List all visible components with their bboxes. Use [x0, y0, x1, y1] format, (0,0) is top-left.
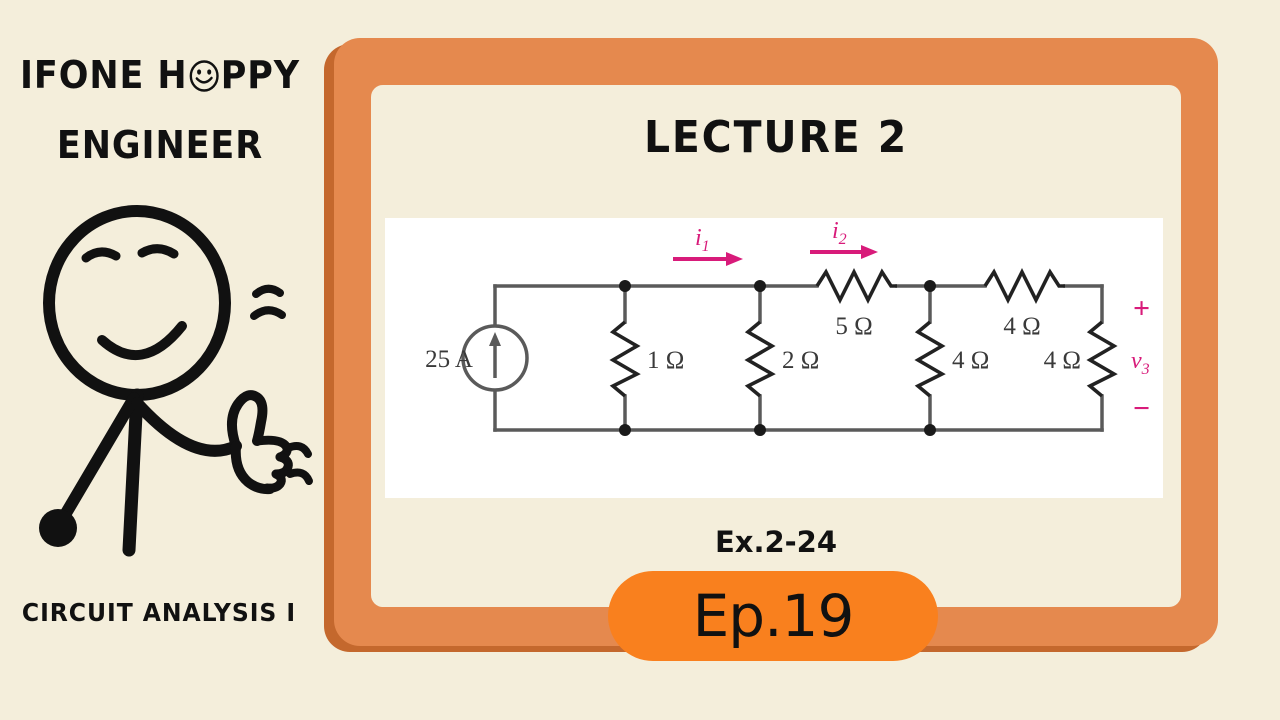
- resistor-label-1ohm: 1 Ω: [647, 347, 684, 374]
- brand-title-prefix: IFONE H: [19, 53, 188, 97]
- resistor-label-4ohm-top: 4 Ω: [1003, 313, 1040, 340]
- junction-nodes: [619, 280, 936, 436]
- resistor-label-2ohm: 2 Ω: [782, 347, 819, 374]
- resistor-label-4ohm-mid: 4 Ω: [952, 347, 989, 374]
- source-label: 25 A: [425, 346, 473, 373]
- smiley-face-icon: [189, 59, 220, 100]
- brand-title-line-1: IFONE H PPY: [13, 55, 307, 100]
- stick-figure-thumbs-up-icon: [39, 205, 313, 557]
- current-label-i1: i1: [695, 225, 710, 255]
- circuit-diagram: 25 A 1 Ω 2 Ω 5 Ω 4 Ω 4 Ω 4 Ω i1 i2 + v3 …: [425, 218, 1150, 436]
- branding-column: IFONE H PPY ENGINEER: [0, 0, 320, 720]
- episode-badge: Ep.19: [608, 571, 938, 661]
- brand-title-suffix: PPY: [220, 53, 301, 97]
- current-label-i2: i2: [832, 218, 847, 248]
- example-label: Ex.2-24: [714, 525, 838, 559]
- polarity-plus: +: [1133, 292, 1150, 325]
- voltage-label-v3: v3: [1131, 348, 1150, 378]
- circuit-diagram-panel: 25 A 1 Ω 2 Ω 5 Ω 4 Ω 4 Ω 4 Ω i1 i2 + v3 …: [385, 218, 1163, 498]
- current-source-symbol: [461, 324, 529, 392]
- episode-label: Ep.19: [692, 582, 855, 650]
- polarity-minus: −: [1133, 392, 1150, 425]
- resistor-label-4ohm-right: 4 Ω: [1044, 347, 1081, 374]
- brand-title-line-2: ENGINEER: [56, 123, 264, 167]
- course-label: CIRCUIT ANALYSIS I: [21, 598, 297, 627]
- resistor-label-5ohm: 5 Ω: [835, 313, 872, 340]
- page-title: LECTURE 2: [643, 112, 909, 163]
- current-arrow-i1: [673, 252, 743, 266]
- current-arrow-i2: [810, 245, 878, 259]
- foot-blob: [39, 509, 77, 547]
